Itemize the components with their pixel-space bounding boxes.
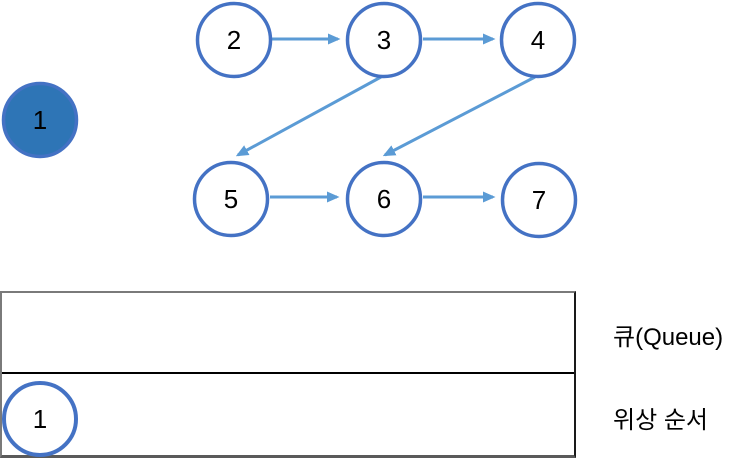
node-2-circle [195,1,273,79]
node-2-label: 2 [227,25,241,55]
node-7-label: 7 [532,185,546,215]
node-1-circle [1,81,79,159]
node-2: 2 [195,1,273,79]
topo-order-row: 1 [2,374,574,457]
queue-row [2,293,574,374]
node-6-circle [345,160,423,238]
edge-3-5 [235,75,382,157]
node-7-circle [500,161,578,239]
topo-order-caption: 위상 순서 [613,407,708,434]
queue-caption: 큐(Queue) [613,324,724,351]
topo-order-token-1: 1 [2,381,78,457]
edge-4-6 [382,75,536,157]
node-1: 1 [1,81,79,159]
node-7: 7 [500,161,578,239]
topo-order-token-1-label: 1 [32,403,48,434]
node-4-circle [499,1,577,79]
node-3-label: 3 [377,25,391,55]
node-6: 6 [345,160,423,238]
node-4-label: 4 [531,25,545,55]
node-6-label: 6 [377,184,391,214]
node-3-circle [345,1,423,79]
node-5-circle [192,160,270,238]
node-5-label: 5 [224,184,238,214]
node-3: 3 [345,1,423,79]
node-4: 4 [499,1,577,79]
node-5: 5 [192,160,270,238]
node-1-label: 1 [33,105,47,135]
state-table: 1 [0,291,576,458]
graph-diagram: 1 2 3 4 5 6 7 [1,1,578,239]
